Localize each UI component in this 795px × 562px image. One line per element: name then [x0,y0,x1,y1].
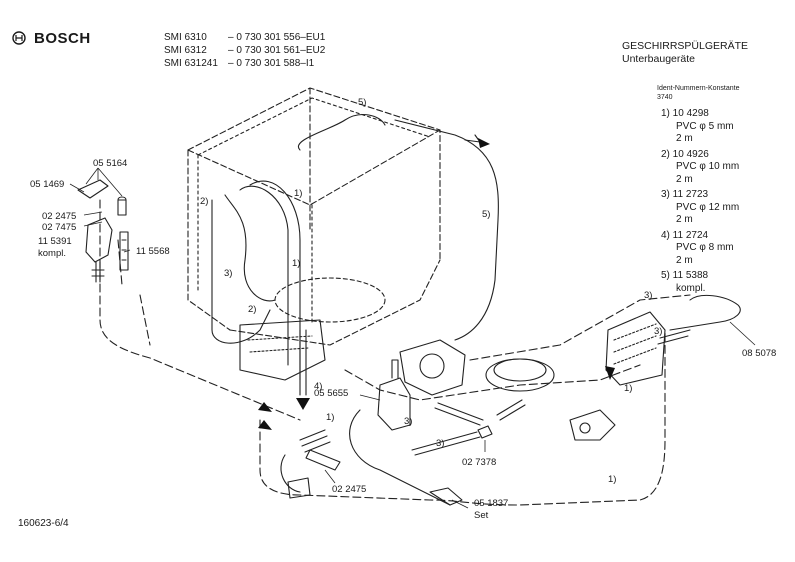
parts-item-id: 2) 10 4926 [661,148,709,160]
callout-set: Set [474,510,489,521]
ref-label: 1) [294,188,302,199]
control-unit [605,311,666,386]
parts-item: 2) 10 4926 PVC φ 10 mm 2 m [661,149,739,187]
pressure-switch [377,377,411,431]
parts-item-spec: PVC φ 12 mm [676,201,740,213]
ref-label: 1) [624,383,632,394]
ref-label: 5) [482,209,490,220]
callout-027475: 02 7475 [42,222,76,233]
model-name: SMI 6310 [164,32,207,43]
model-name: SMI 631241 [164,58,218,69]
ref-label: 1) [326,412,334,423]
flow-arrow-icon [478,138,490,148]
ref-label: 3) [224,268,232,279]
parts-item: 3) 11 2723 PVC φ 12 mm 2 m [661,189,739,227]
parts-item-length: 2 m [676,173,693,185]
model-number: – 0 730 301 588–I1 [228,58,315,69]
callout-051469: 05 1469 [30,179,64,190]
model-row: SMI 6312 – 0 730 301 561–EU2 [164,44,325,57]
ref-label: 5) [358,97,366,108]
bosch-logo-icon [12,31,26,45]
hose-085078 [669,294,741,331]
clamp-115568 [119,231,129,271]
ident-constant: Ident-Nummern-Konstante 3740 [657,84,739,102]
ref-label: 2) [248,304,256,315]
parts-item-spec: PVC φ 8 mm [676,242,734,253]
hose-2-loop [211,199,271,344]
parts-list: 1) 10 4298 PVC φ 5 mm 2 m 2) 10 4926 PVC… [661,108,739,298]
tub-bottom [229,259,441,346]
callout-115568: 11 5568 [136,246,170,257]
title: GESCHIRRSPÜLGERÄTE [622,40,749,52]
flow-arrow-icon [258,420,272,430]
ref-label: 4) [314,381,322,392]
callout-085078: 08 5078 [742,348,776,359]
callout-051837: 05 1837 [474,498,508,509]
drain-pump [569,409,616,441]
ref-label: 1) [292,258,300,269]
connector-022475 [305,449,341,471]
model-list: SMI 6310 – 0 730 301 556–EU1 SMI 6312 – 0 … [164,31,325,70]
drawing-number: 160623-6/4 [18,518,69,529]
hose-1-loop [239,180,301,381]
callout-027378: 02 7378 [462,457,496,468]
parts-item-spec: kompl. [676,282,706,294]
tub-sump-outline [274,277,386,323]
brand-name: BOSCH [34,30,91,47]
callout-022475: 02 2475 [42,211,76,222]
parts-item-id: 4) 11 2724 [661,229,709,241]
drain-hose-051837 [349,409,451,506]
parts-item-spec: PVC φ 10 mm [676,161,740,172]
model-number: – 0 730 301 556–EU1 [228,32,326,43]
tub-inner [197,97,431,326]
parts-item: 5) 11 5388 kompl. [661,270,739,295]
hose-4 [299,329,307,396]
parts-item-length: 2 m [676,254,693,266]
callout-022475-b: 02 2475 [332,484,366,495]
ident-value: 3740 [657,94,673,101]
ref-label: 3) [436,438,444,449]
flow-arrow-icon [605,366,615,380]
hose-3-center [434,402,484,426]
hose-3 [224,194,276,302]
ident-label: Ident-Nummern-Konstante [657,85,740,92]
ref-label: 3) [654,326,662,337]
tub-outline [187,87,441,331]
bracket-051469 [77,179,109,199]
parts-item-length: 2 m [676,133,693,144]
model-row: SMI 631241 – 0 730 301 588–I1 [164,57,325,70]
model-name: SMI 6312 [164,45,207,56]
parts-item-spec: PVC φ 5 mm [676,120,734,132]
parts-item-id: 5) 11 5388 [661,270,709,281]
vent-hose-5 [297,114,386,151]
spring-hose [299,429,331,453]
sump-assembly [239,319,326,381]
wiring-harness-loop [99,199,301,421]
ref-label: 2) [200,196,208,207]
callout-kompl: kompl. [38,248,66,259]
flow-arrow-icon [296,398,310,410]
parts-item: 1) 10 4298 PVC φ 5 mm 2 m [661,108,739,146]
ref-label: 1) [608,474,616,485]
model-row: SMI 6310 – 0 730 301 556–EU1 [164,31,325,44]
callout-115391: 11 5391 [38,236,72,247]
parts-item-id: 1) 10 4298 [661,108,709,119]
callout-055164: 05 5164 [93,158,127,169]
flow-arrow-icon [258,402,272,412]
inlet-valve [85,217,113,263]
subtitle: Unterbaugeräte [622,53,695,65]
ref-label: 3) [644,290,652,301]
circulation-pump [399,339,466,396]
parts-item: 4) 11 2724 PVC φ 8 mm 2 m [661,230,739,268]
callout-055655: 05 5655 [314,388,348,399]
document-title: GESCHIRRSPÜLGERÄTE Unterbaugeräte [622,40,748,66]
parts-item-id: 3) 11 2723 [661,189,709,200]
clamp-027378 [477,425,493,439]
ref-label: 3) [404,416,412,427]
parts-item-length: 2 m [676,214,693,225]
model-number: – 0 730 301 561–EU2 [228,45,326,56]
